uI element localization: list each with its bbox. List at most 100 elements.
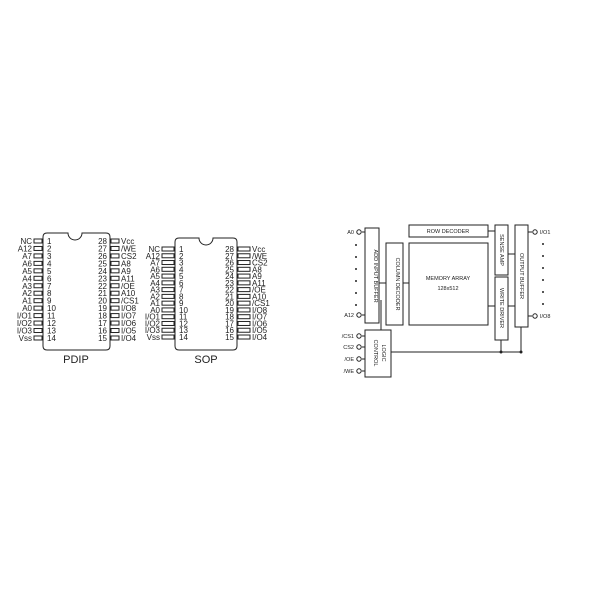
write-driver-block	[494, 276, 509, 341]
pin-number: 19	[225, 306, 234, 315]
pin-name: A7	[150, 259, 160, 268]
pin-number: 6	[47, 274, 52, 283]
pin-number: 8	[47, 289, 52, 298]
pin-lead	[33, 290, 43, 296]
pin-name: A6	[150, 265, 160, 274]
pin-name: A0	[22, 304, 32, 313]
pin-number: 28	[98, 237, 107, 246]
sop-body	[174, 237, 238, 351]
pin-number: 27	[225, 252, 234, 261]
dot	[542, 303, 544, 305]
sense-amp-label: SENSE AMP	[498, 234, 504, 266]
pin-name: I/O1	[145, 313, 161, 322]
pin-number: 14	[179, 333, 188, 342]
pin-number: 24	[225, 272, 234, 281]
pin-name: I/O2	[145, 319, 161, 328]
pin-name: I/O3	[17, 327, 33, 336]
pin-name: I/O7	[121, 312, 137, 321]
pin-number: 13	[179, 326, 188, 335]
memory-array-block	[408, 242, 489, 326]
pin-lead	[110, 253, 120, 259]
pin-lead	[33, 298, 43, 304]
pin-lead	[33, 253, 43, 259]
pin-number: 4	[47, 259, 52, 268]
pin-number: 3	[47, 252, 52, 261]
pin-lead	[237, 260, 251, 266]
pin-number: 1	[47, 237, 52, 246]
pin-number: 24	[98, 267, 107, 276]
signal-terminals	[356, 229, 538, 374]
pin-name: I/O6	[252, 319, 268, 328]
pin-number: 17	[98, 319, 107, 328]
dot	[355, 304, 357, 306]
pin-lead	[110, 260, 120, 266]
pin-lead	[161, 266, 175, 272]
pin-lead	[161, 320, 175, 326]
pin-lead	[237, 293, 251, 299]
pin-lead	[161, 280, 175, 286]
pin-lead	[110, 298, 120, 304]
pin-number: 3	[179, 259, 184, 268]
pin-name: A3	[22, 282, 32, 291]
pin-number: 7	[179, 286, 184, 295]
pin-name: A0	[150, 306, 160, 315]
pin-number: 22	[225, 286, 234, 295]
pin-name: A7	[22, 252, 32, 261]
dot	[542, 243, 544, 245]
pin-number: 23	[98, 274, 107, 283]
cs1-label: /CS1	[342, 334, 354, 340]
pin-name: A5	[22, 267, 32, 276]
pin-name: I/O2	[17, 319, 33, 328]
pin-lead	[237, 327, 251, 333]
add-input-buffer-label: ADD INPUT BUFFER	[372, 249, 378, 302]
pin-name: A1	[22, 297, 32, 306]
output-buffer-label: OUTPUT BUFFER	[518, 253, 524, 299]
pin-number: 20	[225, 299, 234, 308]
pin-lead	[161, 287, 175, 293]
pin-number: 27	[98, 244, 107, 253]
pin-number: 15	[225, 333, 234, 342]
pin-lead	[33, 320, 43, 326]
dot	[355, 292, 357, 294]
junction-dot	[499, 350, 503, 354]
pin-name: /WE	[252, 252, 267, 261]
pin-number: 2	[47, 244, 52, 253]
pin-number: 19	[98, 304, 107, 313]
dot	[355, 268, 357, 270]
pin-number: 12	[179, 319, 188, 328]
pin-lead	[110, 283, 120, 289]
pin-lead	[33, 268, 43, 274]
pin-lead	[110, 328, 120, 334]
pin-lead	[33, 335, 43, 341]
sop-label: SOP	[194, 354, 217, 366]
pin-number: 11	[47, 312, 56, 321]
pin-lead	[237, 334, 251, 340]
pin-number: 1	[179, 245, 184, 254]
pin-name: I/O5	[252, 326, 268, 335]
pin-number: 21	[98, 289, 107, 298]
pin-lead	[110, 335, 120, 341]
pin-lead	[33, 260, 43, 266]
pin-lead	[161, 300, 175, 306]
pin-lead	[110, 305, 120, 311]
a0-label: A0	[347, 230, 354, 236]
pin-name: A8	[252, 265, 262, 274]
pin-lead	[110, 313, 120, 319]
pin-lead	[161, 334, 175, 340]
pin-name: A3	[150, 286, 160, 295]
pin-name: CS2	[121, 252, 137, 261]
junction-dot	[519, 350, 523, 354]
oe-label: /OE	[345, 357, 355, 363]
pin-name: I/O4	[252, 333, 268, 342]
pin-number: 23	[225, 279, 234, 288]
column-decoder-label: COLUMN DECODER	[394, 258, 400, 311]
ellipsis-dots	[355, 243, 544, 306]
pin-name: A5	[150, 272, 160, 281]
pin-lead	[161, 314, 175, 320]
pin-name: A6	[22, 259, 32, 268]
pin-name: A10	[121, 289, 136, 298]
pin-number: 7	[47, 282, 52, 291]
control-logic-block	[364, 329, 392, 378]
